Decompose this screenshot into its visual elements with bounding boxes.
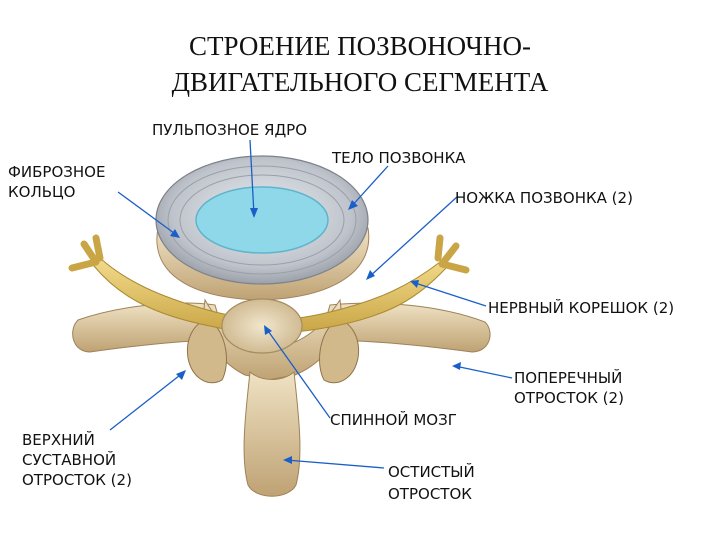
label-transverse-line-2: ОТРОСТОК (2) bbox=[514, 389, 624, 407]
label-superior-line-1: ВЕРХНИЙ bbox=[22, 431, 95, 449]
title-line-1: СТРОЕНИЕ ПОЗВОНОЧНО- bbox=[189, 31, 531, 61]
nucleus-pulposus bbox=[195, 186, 329, 254]
label-spinal-cord: СПИННОЙ МОЗГ bbox=[330, 411, 457, 429]
spinal-cord bbox=[221, 298, 303, 354]
left-superior-articular-process bbox=[186, 319, 227, 384]
label-nucleus-pulposus: ПУЛЬПОЗНОЕ ЯДРО bbox=[152, 121, 308, 139]
label-vertebral-body: ТЕЛО ПОЗВОНКА bbox=[332, 149, 466, 167]
label-transverse-line-1: ПОПЕРЕЧНЫЙ bbox=[514, 369, 623, 387]
label-spinous-line-2: ОТРОСТОК bbox=[388, 485, 472, 503]
pointer-lines bbox=[109, 139, 513, 469]
label-spinous-line-1: ОСТИСТЫЙ bbox=[388, 463, 475, 481]
label-annulus-line-1: ФИБРОЗНОЕ bbox=[8, 163, 106, 181]
label-superior-line-3: ОТРОСТОК (2) bbox=[22, 471, 132, 489]
label-annulus-line-2: КОЛЬЦО bbox=[8, 183, 76, 201]
right-nerve-branch bbox=[434, 234, 470, 274]
spinous-process bbox=[243, 371, 301, 497]
left-nerve-branch bbox=[68, 234, 104, 272]
page-title: СТРОЕНИЕ ПОЗВОНОЧНО- ДВИГАТЕЛЬНОГО СЕГМЕ… bbox=[0, 28, 720, 100]
right-superior-articular-process bbox=[319, 319, 360, 384]
label-superior-line-2: СУСТАВНОЙ bbox=[22, 451, 117, 469]
pointer-arrowheads bbox=[170, 200, 461, 464]
label-pedicle: НОЖКА ПОЗВОНКА (2) bbox=[455, 189, 633, 207]
title-line-2: ДВИГАТЕЛЬНОГО СЕГМЕНТА bbox=[171, 67, 549, 97]
label-nerve-root: НЕРВНЫЙ КОРЕШОК (2) bbox=[488, 299, 675, 317]
